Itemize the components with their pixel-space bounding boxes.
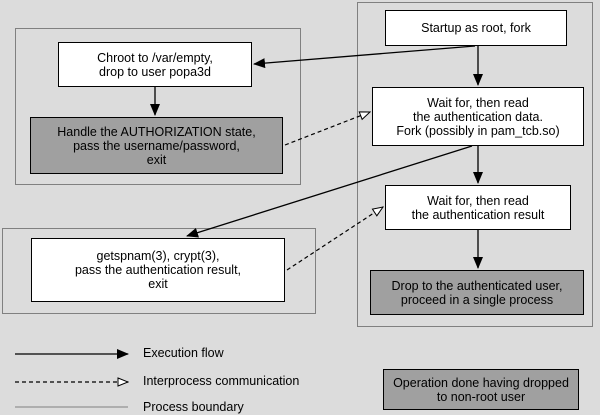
getspnam-crypt-box: getspnam(3), crypt(3), pass the authenti… — [31, 238, 285, 302]
legend-process-boundary-label: Process boundary — [143, 400, 244, 414]
flow-arrow-startup-to-chroot — [253, 45, 476, 69]
process-boundary-popa3d — [15, 28, 301, 185]
wait-auth-data-box: Wait for, then read the authentication d… — [372, 87, 584, 146]
ipc-arrow-getspnam-to-wait-auth-result — [286, 207, 383, 271]
handle-authorization-box: Handle the AUTHORIZATION state, pass the… — [30, 117, 283, 174]
startup-box: Startup as root, fork — [385, 10, 567, 46]
drop-to-user-box: Drop to the authenticated user, proceed … — [370, 270, 584, 315]
legend-ipc-label: Interprocess communication — [143, 374, 300, 388]
process-boundary-auth-child — [2, 228, 316, 314]
flow-arrow-wait-auth-data-to-getspnam — [186, 145, 473, 238]
chroot-box: Chroot to /var/empty, drop to user popa3… — [58, 42, 252, 87]
legend-execution-flow-label: Execution flow — [143, 346, 224, 360]
ipc-arrow-handle-authorization-to-wait-auth-data — [284, 112, 370, 146]
non-root-legend-box: Operation done having dropped to non-roo… — [383, 369, 579, 410]
wait-auth-result-box: Wait for, then read the authentication r… — [385, 185, 571, 230]
process-boundary-root — [357, 2, 593, 327]
